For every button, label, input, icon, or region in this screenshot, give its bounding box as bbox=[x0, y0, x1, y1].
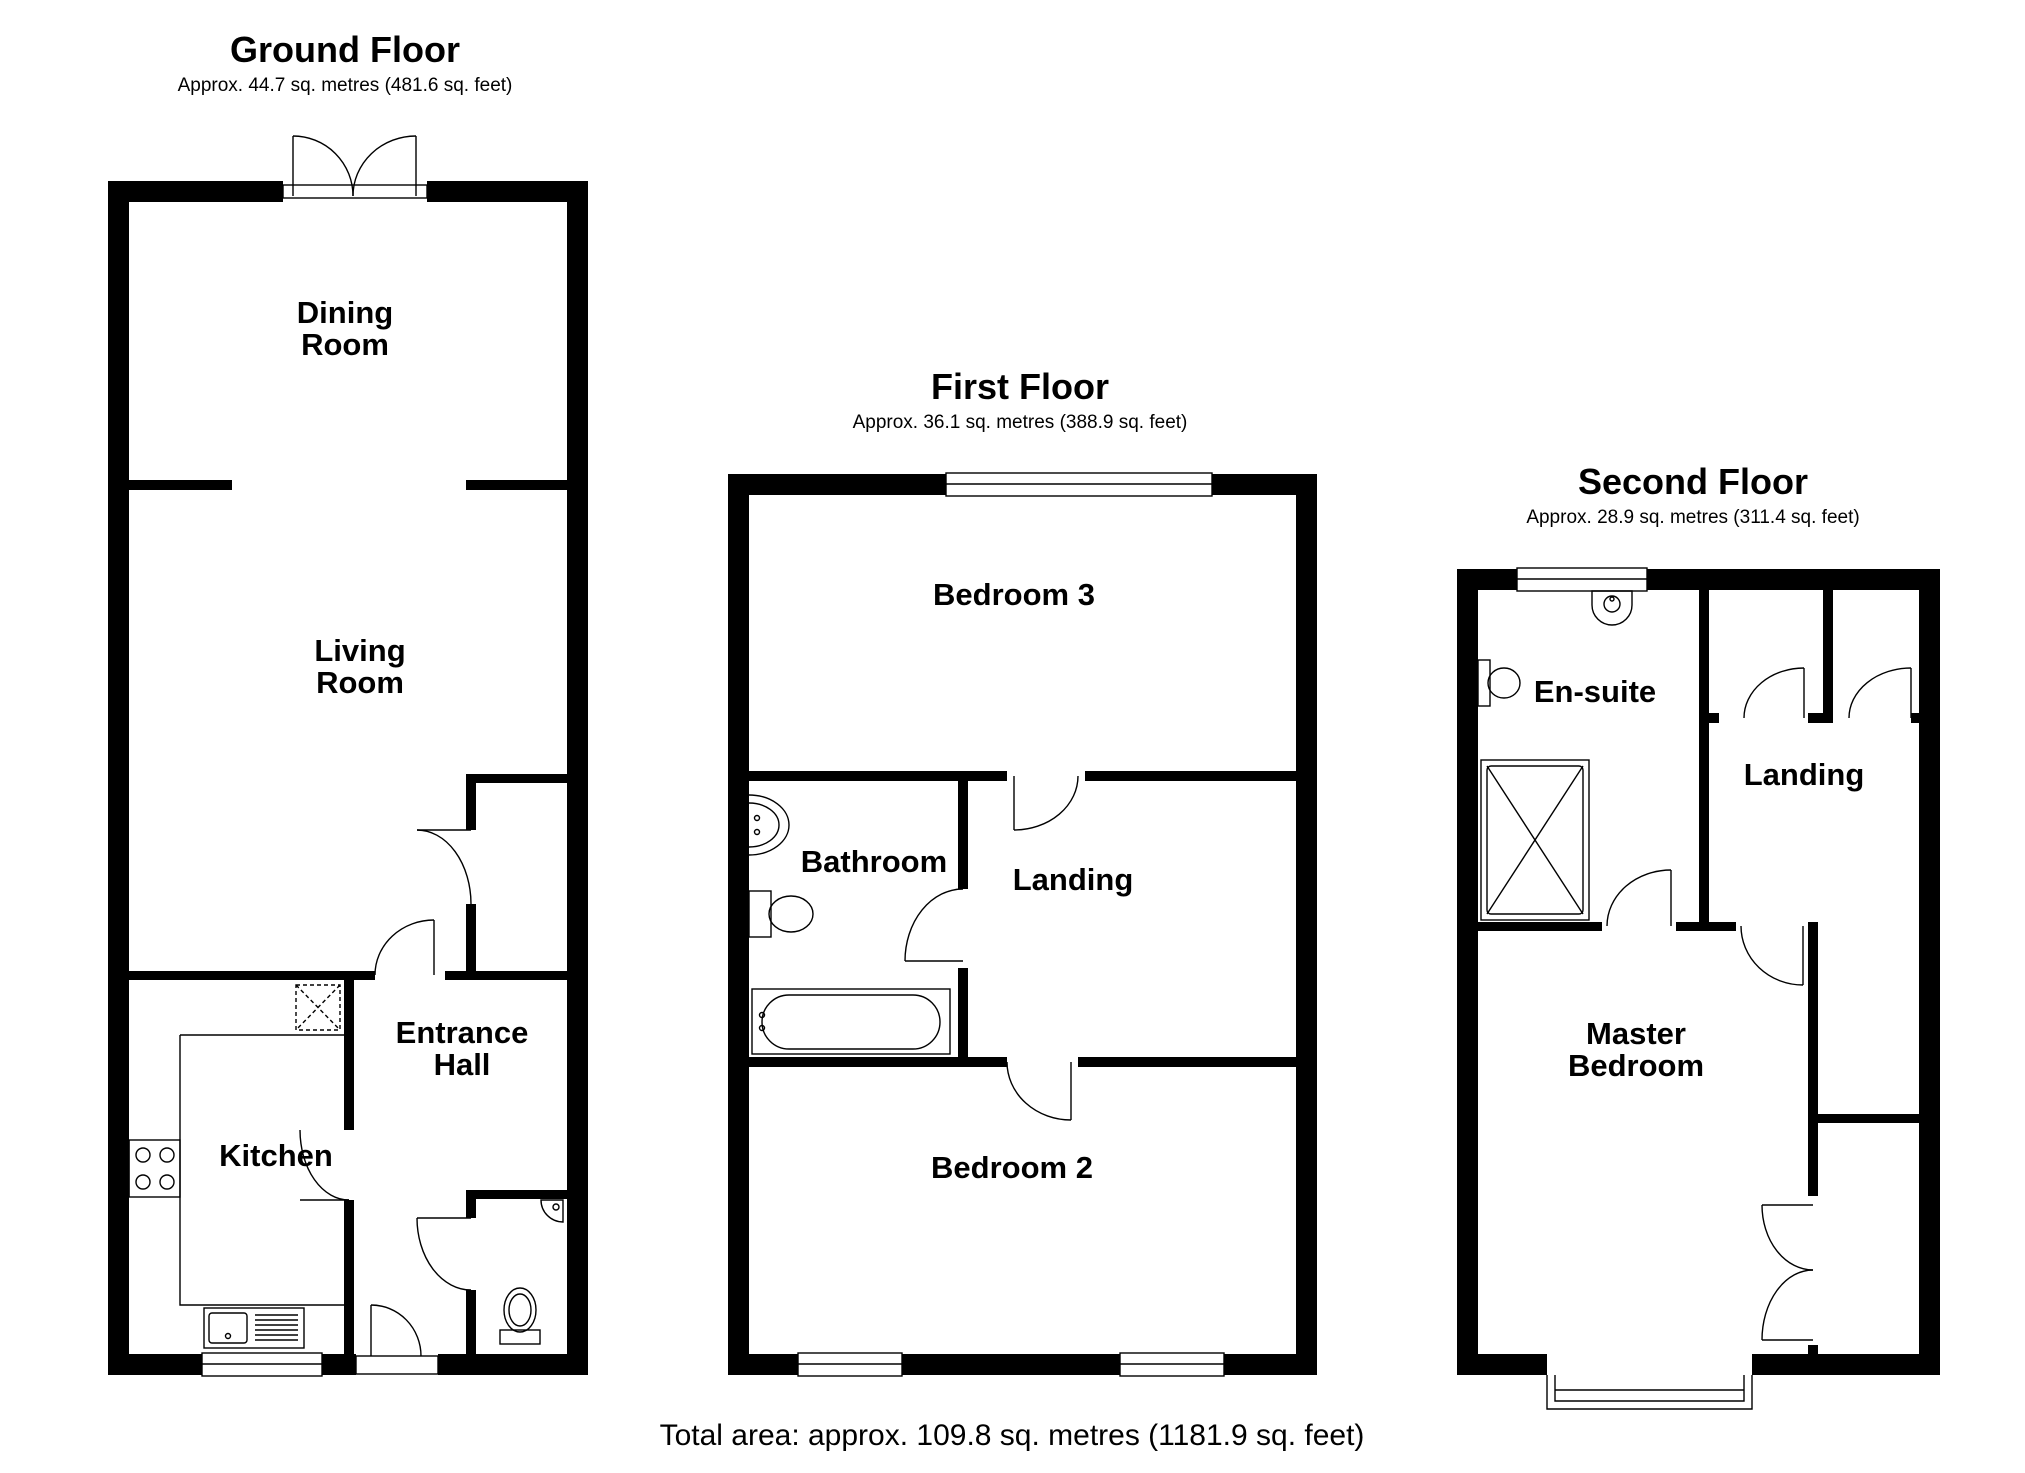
ensuite-label: En-suite bbox=[1534, 674, 1656, 709]
wc-door-icon bbox=[416, 1217, 472, 1291]
second-floor-walls bbox=[1457, 569, 1940, 1375]
bedroom3-window-icon bbox=[945, 472, 1213, 497]
living-room-door-icon bbox=[374, 919, 435, 976]
total-area: Total area: approx. 109.8 sq. metres (11… bbox=[660, 1419, 1365, 1452]
bathroom-basin-icon bbox=[748, 794, 790, 856]
bedroom2-window-right-icon bbox=[1119, 1352, 1225, 1377]
first-floor-plan: First Floor Approx. 36.1 sq. metres (388… bbox=[728, 366, 1317, 1377]
dining-room-label: Dining bbox=[297, 295, 393, 330]
ground-floor-title: Ground Floor bbox=[230, 29, 460, 70]
french-doors-icon bbox=[282, 135, 428, 199]
bathroom-door-icon bbox=[904, 888, 964, 962]
landing-cupboard-door-left-icon bbox=[1743, 667, 1805, 719]
kitchen-sink-icon bbox=[203, 1307, 305, 1349]
ground-floor-walls bbox=[108, 181, 588, 1375]
toilet-icon bbox=[499, 1287, 541, 1345]
second-floor-area: Approx. 28.9 sq. metres (311.4 sq. feet) bbox=[1526, 507, 1859, 528]
master-bedroom-label-2: Bedroom bbox=[1568, 1048, 1704, 1083]
hob-icon bbox=[135, 1147, 175, 1190]
first-floor-title: First Floor bbox=[931, 366, 1109, 407]
front-door-icon bbox=[355, 1304, 439, 1375]
cupboard-door-icon bbox=[416, 829, 472, 905]
kitchen-window-icon bbox=[201, 1352, 323, 1377]
bath-icon bbox=[751, 988, 951, 1055]
shower-tray-icon bbox=[1480, 759, 1590, 921]
entrance-hall-label-2: Hall bbox=[434, 1047, 491, 1082]
dining-room-label-2: Room bbox=[301, 327, 389, 362]
ground-floor-plan: Ground Floor Approx. 44.7 sq. metres (48… bbox=[108, 29, 588, 1377]
bedroom2-window-left-icon bbox=[797, 1352, 903, 1377]
bedroom2-label: Bedroom 2 bbox=[931, 1150, 1093, 1185]
bedroom3-door-icon bbox=[1013, 775, 1079, 831]
kitchen-worktop-icon bbox=[128, 1034, 344, 1306]
master-bedroom-door-icon bbox=[1740, 925, 1804, 986]
master-bedroom-label: Master bbox=[1586, 1016, 1686, 1051]
wardrobe-doors-icon bbox=[1761, 1204, 1814, 1341]
ensuite-door-icon bbox=[1606, 869, 1672, 927]
first-floor-area: Approx. 36.1 sq. metres (388.9 sq. feet) bbox=[853, 412, 1188, 433]
bedroom3-label: Bedroom 3 bbox=[933, 577, 1095, 612]
ground-floor-area: Approx. 44.7 sq. metres (481.6 sq. feet) bbox=[178, 75, 513, 96]
bay-window-icon bbox=[1546, 1375, 1753, 1410]
second-floor-title: Second Floor bbox=[1578, 461, 1808, 502]
wc-basin-icon bbox=[540, 1199, 564, 1223]
kitchen-label: Kitchen bbox=[219, 1138, 333, 1173]
ensuite-window-icon bbox=[1516, 567, 1648, 592]
living-room-label-2: Room bbox=[316, 665, 404, 700]
bathroom-label: Bathroom bbox=[801, 844, 947, 879]
storage-cupboard-icon bbox=[295, 984, 341, 1031]
second-landing-label: Landing bbox=[1744, 757, 1865, 792]
first-landing-label: Landing bbox=[1013, 862, 1134, 897]
bathroom-toilet-icon bbox=[748, 890, 814, 938]
entrance-hall-label: Entrance bbox=[396, 1015, 529, 1050]
ensuite-basin-icon bbox=[1591, 590, 1633, 626]
ensuite-toilet-icon bbox=[1477, 659, 1521, 707]
first-floor-walls bbox=[728, 474, 1317, 1375]
living-room-label: Living bbox=[314, 633, 405, 668]
kitchen-door-icon bbox=[299, 1129, 350, 1201]
second-floor-plan: Second Floor Approx. 28.9 sq. metres (31… bbox=[1457, 461, 1940, 1410]
bedroom2-door-icon bbox=[1006, 1061, 1072, 1121]
landing-cupboard-door-right-icon bbox=[1848, 667, 1912, 719]
